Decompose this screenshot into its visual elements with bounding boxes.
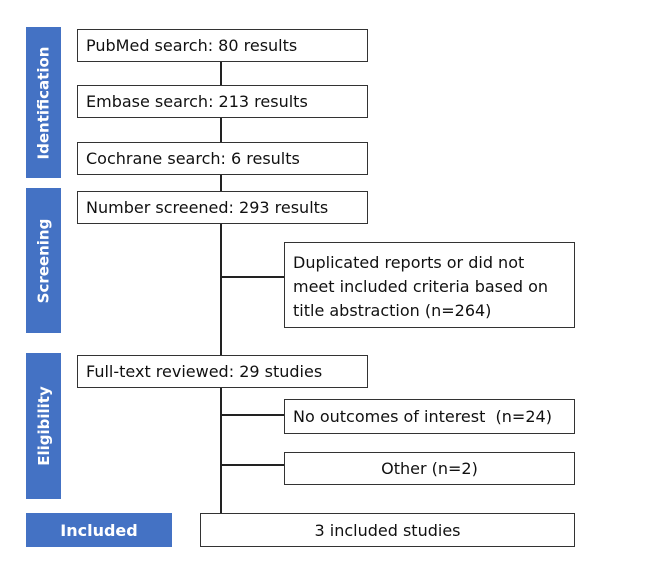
stage-eligibility-label: Eligibility [34,386,53,466]
box-embase-search: Embase search: 213 results [77,85,368,118]
connector-eligibility [220,387,222,515]
box-full-text-reviewed: Full-text reviewed: 29 studies [77,355,368,388]
box-cochrane-search-text: Cochrane search: 6 results [86,149,300,168]
box-cochrane-search: Cochrane search: 6 results [77,142,368,175]
stage-screening-label: Screening [34,218,53,303]
stage-included-label: Included [60,520,138,540]
stage-included: Included [26,513,172,547]
stage-screening: Screening [26,188,61,333]
stage-identification-label: Identification [34,46,53,159]
box-no-outcomes: No outcomes of interest (n=24) [284,399,575,434]
connector-to-no-outcomes [220,414,284,416]
box-excluded-screening: Duplicated reports or did not meet inclu… [284,242,575,328]
connector-identification [220,61,222,193]
box-excluded-screening-text: Duplicated reports or did not meet inclu… [293,253,549,320]
box-embase-search-text: Embase search: 213 results [86,92,308,111]
box-number-screened: Number screened: 293 results [77,191,368,224]
box-other: Other (n=2) [284,452,575,485]
stage-eligibility: Eligibility [26,353,61,499]
box-no-outcomes-text: No outcomes of interest (n=24) [293,407,552,426]
stage-identification: Identification [26,27,61,178]
box-pubmed-search-text: PubMed search: 80 results [86,36,298,55]
box-pubmed-search: PubMed search: 80 results [77,29,368,62]
box-other-text: Other (n=2) [381,459,478,478]
box-included-studies-text: 3 included studies [314,520,461,540]
connector-screening [220,223,222,358]
box-included-studies: 3 included studies [200,513,575,547]
connector-to-other [220,464,284,466]
box-full-text-reviewed-text: Full-text reviewed: 29 studies [86,362,323,381]
connector-to-excluded-screening [220,276,284,278]
box-number-screened-text: Number screened: 293 results [86,198,329,217]
